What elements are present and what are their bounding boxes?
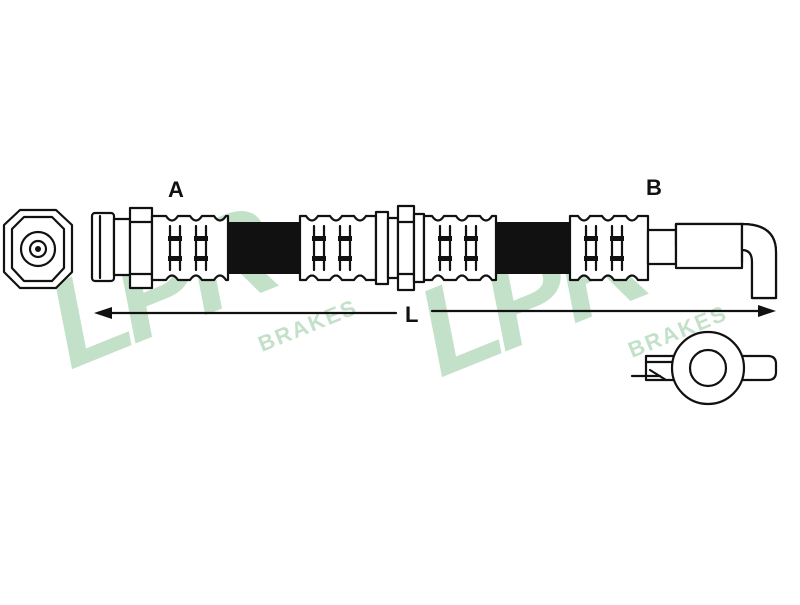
length-dimension-line: L (94, 302, 776, 327)
hex-nut-end-view-icon (2, 208, 74, 290)
arrow-right-icon (758, 305, 776, 317)
brake-hose (90, 204, 778, 300)
watermark-logo: LPR (28, 179, 297, 395)
crimp-sleeve (568, 214, 650, 282)
rubber-hose-segment (496, 222, 570, 274)
arrow-left-icon (94, 307, 112, 319)
mounting-clip-icon (630, 330, 778, 406)
crimp-sleeve (298, 214, 378, 282)
rubber-hose-segment (228, 222, 300, 274)
length-label: L (405, 302, 418, 327)
end-b-label: B (646, 175, 662, 200)
end-b-fitting (646, 222, 778, 300)
crimp-sleeve (422, 214, 498, 282)
end-a-fitting (90, 206, 154, 290)
middle-bracket (374, 204, 426, 292)
watermark-left: LPR BRAKES (28, 179, 361, 395)
crimp-sleeve (150, 214, 230, 282)
end-a-label: A (168, 177, 184, 202)
